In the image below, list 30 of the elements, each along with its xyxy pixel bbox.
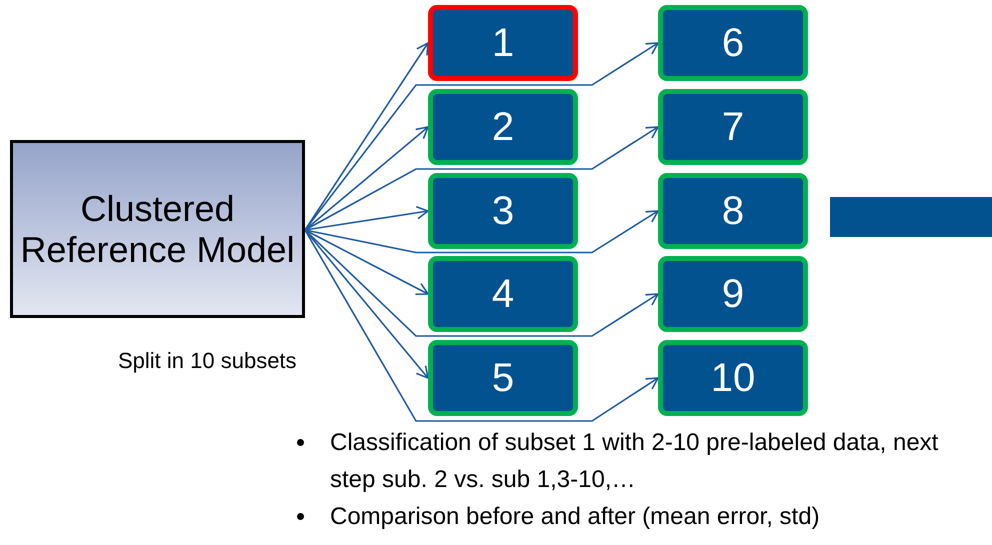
bullet-text: Comparison before and after (mean error, std) xyxy=(330,502,821,532)
subset-box xyxy=(658,256,808,332)
subset-box xyxy=(428,256,578,332)
subset-box xyxy=(658,89,808,165)
subset-number: 6 xyxy=(722,20,744,66)
subset-box xyxy=(428,89,578,165)
subset-number: 9 xyxy=(722,272,744,316)
subset-number: 2 xyxy=(492,104,514,150)
bar xyxy=(830,197,992,237)
model-title: Clustered Reference Model xyxy=(19,188,296,270)
subset-number: 7 xyxy=(722,104,744,150)
arrow xyxy=(304,210,659,254)
subset-box xyxy=(428,173,578,249)
arrow xyxy=(304,230,659,422)
node-caption: Split in 10 subsets xyxy=(118,347,297,375)
subset-number: 10 xyxy=(710,356,756,400)
subset-number: 5 xyxy=(492,356,514,400)
subset-box xyxy=(428,5,578,81)
model-box xyxy=(10,140,305,318)
subset-number: 4 xyxy=(492,272,514,316)
subset-box xyxy=(658,5,808,81)
subset-box xyxy=(658,173,808,249)
bullet-text: Classification of subset 1 with 2-10 pre-labeled data, next step sub. 2 vs. sub 1,3-10,… xyxy=(330,428,940,495)
subset-box xyxy=(428,340,578,416)
subset-number: 1 xyxy=(492,20,514,66)
arrow xyxy=(304,126,659,231)
subset-number: 3 xyxy=(492,188,514,234)
subset-number: 8 xyxy=(722,188,744,234)
arrow xyxy=(304,42,429,230)
subset-box xyxy=(658,340,808,416)
